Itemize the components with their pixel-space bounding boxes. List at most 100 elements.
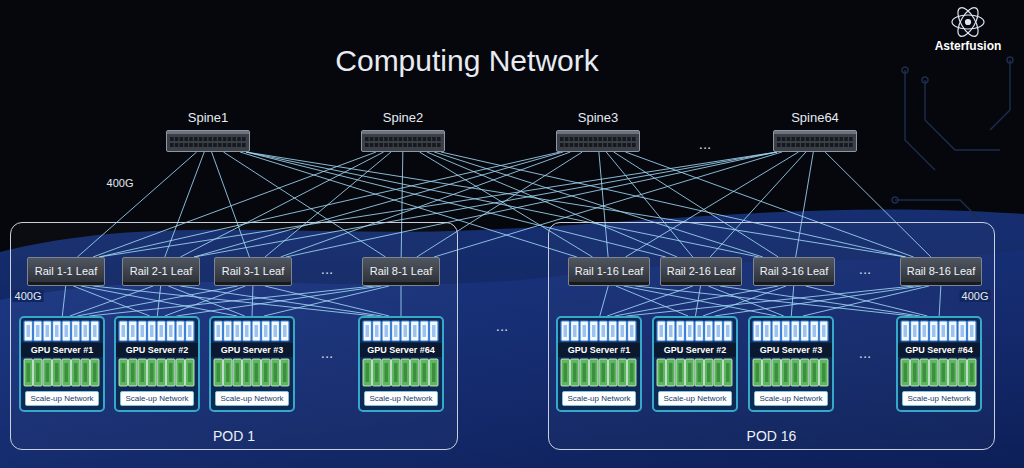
- gpu-chip: [129, 321, 138, 341]
- nic-chip-mark: [813, 363, 817, 382]
- switch-port: [399, 137, 403, 141]
- switch-port: [218, 137, 222, 141]
- gpu-chip-mark: [366, 325, 370, 337]
- nic-chip-mark: [951, 363, 955, 382]
- switch-port: [365, 137, 369, 141]
- nic-chip-mark: [217, 363, 221, 382]
- switch-port: [365, 143, 369, 147]
- switch-port: [394, 137, 398, 141]
- switch-port: [199, 137, 203, 141]
- gpu-chip: [72, 321, 81, 341]
- gpu-chip: [628, 321, 637, 341]
- switch-port: [627, 143, 631, 147]
- nic-chip-mark: [621, 363, 625, 382]
- gpu-chip-mark: [36, 325, 40, 337]
- nic-chip-mark: [160, 363, 164, 382]
- nic-chip: [176, 359, 185, 386]
- gpu-chip-mark: [923, 325, 927, 337]
- logo-mark: [952, 5, 984, 40]
- gpu-server: GPU Server #64Scale-up Network: [896, 316, 982, 412]
- switch-port: [218, 143, 222, 147]
- gpu-chip: [580, 321, 589, 341]
- switch-port: [830, 143, 834, 147]
- scale-up-label: Scale-up Network: [907, 394, 970, 403]
- switch-port: [844, 137, 848, 141]
- nic-chip-mark: [726, 363, 730, 382]
- gpu-chip-mark: [951, 325, 955, 337]
- gpu-chip-mark: [794, 325, 798, 337]
- nic-chip-mark: [394, 363, 398, 382]
- gpu-chip: [939, 321, 948, 341]
- gpu-chip-mark: [660, 325, 664, 337]
- scale-up-label: Scale-up Network: [30, 394, 93, 403]
- switch-port: [574, 137, 578, 141]
- nic-chip-mark: [46, 363, 50, 382]
- switch-port: [839, 137, 843, 141]
- switch-top: [774, 131, 856, 134]
- switch-port: [194, 137, 198, 141]
- gpu-chip: [252, 321, 261, 341]
- leaf-label: Rail 3-1 Leaf: [222, 265, 284, 277]
- nic-chip-mark: [55, 363, 59, 382]
- nic-chip-mark: [84, 363, 88, 382]
- gpu-chip-mark: [726, 325, 730, 337]
- switch-port: [801, 137, 805, 141]
- nic-chip: [167, 359, 176, 386]
- switch-port: [608, 143, 612, 147]
- nic-chip: [62, 359, 71, 386]
- nic-chip-mark: [904, 363, 908, 382]
- gpu-chip: [233, 321, 242, 341]
- gpu-chip: [968, 321, 977, 341]
- switch-port: [603, 137, 607, 141]
- nic-chip: [214, 359, 223, 386]
- switch-port: [423, 137, 427, 141]
- switch-port: [199, 143, 203, 147]
- ellipsis: ...: [697, 135, 714, 152]
- gpu-chip: [801, 321, 810, 341]
- switch-port: [223, 137, 227, 141]
- gpu-chip: [618, 321, 627, 341]
- gpu-chip-mark: [698, 325, 702, 337]
- nic-chip-mark: [630, 363, 634, 382]
- gpu-chip: [382, 321, 391, 341]
- nic-chip-mark: [274, 363, 278, 382]
- ellipsis: ...: [319, 260, 336, 277]
- gpu-chip-mark: [160, 325, 164, 337]
- switch-port: [632, 137, 636, 141]
- switch-port: [570, 143, 574, 147]
- nic-chip-mark: [775, 363, 779, 382]
- nic-chip-mark: [611, 363, 615, 382]
- server-name: GPU Server #1: [31, 345, 94, 355]
- gpu-chip-mark: [179, 325, 183, 337]
- logo-orbit: [952, 15, 984, 29]
- nic-chip-mark: [65, 363, 69, 382]
- switch-port: [189, 143, 193, 147]
- nic-chip-mark: [255, 363, 259, 382]
- switch-port: [194, 143, 198, 147]
- gpu-chip-mark: [961, 325, 965, 337]
- nic-chip: [81, 359, 90, 386]
- nic-chip-mark: [583, 363, 587, 382]
- scale-up-label: Scale-up Network: [220, 394, 283, 403]
- nic-chip: [801, 359, 810, 386]
- server-name-band: GPU Server #1: [21, 343, 103, 357]
- gpu-chip: [186, 321, 195, 341]
- switch-port: [608, 137, 612, 141]
- server-name: GPU Server #2: [664, 345, 727, 355]
- switch-port: [370, 137, 374, 141]
- nic-chip: [590, 359, 599, 386]
- switch-port: [175, 143, 179, 147]
- nic-chip: [705, 359, 714, 386]
- switch-port: [413, 137, 417, 141]
- wave: [0, 209, 1024, 468]
- diagram-title: Computing Network: [267, 44, 667, 78]
- gpu-chip: [157, 321, 166, 341]
- gpu-chip-mark: [432, 325, 436, 337]
- gpu-chip-mark: [404, 325, 408, 337]
- gpu-chip: [81, 321, 90, 341]
- switch-port: [213, 137, 217, 141]
- switch-port: [208, 137, 212, 141]
- switch-port: [232, 143, 236, 147]
- switch-port: [594, 143, 598, 147]
- gpu-chip: [430, 321, 439, 341]
